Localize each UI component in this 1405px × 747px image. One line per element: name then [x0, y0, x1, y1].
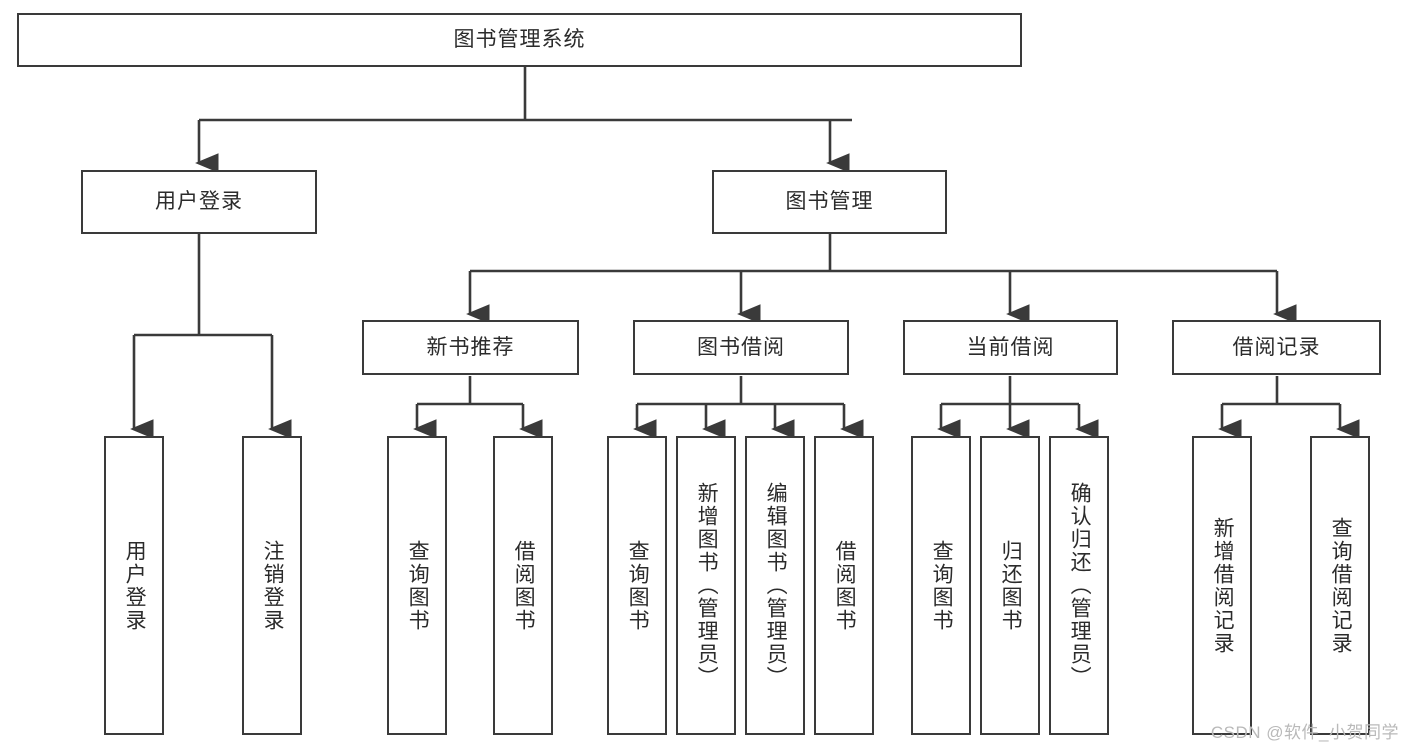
node-leaf-borrow-book-1[interactable]: 借阅图书: [493, 436, 553, 735]
node-leaf-return-book[interactable]: 归还图书: [980, 436, 1040, 735]
node-leaf-add-book-label: 新增图书（管理员）: [695, 482, 719, 689]
node-leaf-add-record[interactable]: 新增借阅记录: [1192, 436, 1252, 735]
node-leaf-confirm-return[interactable]: 确认归还（管理员）: [1049, 436, 1109, 735]
csdn-watermark: CSDN @软件_小贺同学: [1210, 723, 1399, 742]
node-book-manage[interactable]: 图书管理: [712, 170, 947, 234]
node-root-system-label: 图书管理系统: [453, 28, 586, 52]
node-leaf-edit-book[interactable]: 编辑图书（管理员）: [745, 436, 805, 735]
node-leaf-query-book-3[interactable]: 查询图书: [911, 436, 971, 735]
node-leaf-user-login[interactable]: 用户登录: [104, 436, 164, 735]
node-new-book-recommend[interactable]: 新书推荐: [362, 320, 579, 375]
node-book-borrow[interactable]: 图书借阅: [633, 320, 849, 375]
node-leaf-query-book-3-label: 查询图书: [930, 539, 954, 632]
node-leaf-add-book[interactable]: 新增图书（管理员）: [676, 436, 736, 735]
node-leaf-return-book-label: 归还图书: [999, 539, 1023, 632]
node-leaf-borrow-book-2[interactable]: 借阅图书: [814, 436, 874, 735]
node-leaf-confirm-return-label: 确认归还（管理员）: [1068, 482, 1092, 689]
node-book-manage-label: 图书管理: [785, 190, 874, 214]
node-leaf-query-book-2[interactable]: 查询图书: [607, 436, 667, 735]
node-current-borrow-label: 当前借阅: [966, 335, 1055, 359]
node-leaf-query-record-label: 查询借阅记录: [1329, 516, 1353, 655]
node-leaf-user-logout-label: 注销登录: [261, 539, 285, 632]
node-leaf-edit-book-label: 编辑图书（管理员）: [764, 482, 788, 689]
node-leaf-borrow-book-1-label: 借阅图书: [512, 539, 536, 632]
node-leaf-user-login-label: 用户登录: [123, 539, 147, 632]
node-leaf-query-book-1-label: 查询图书: [406, 539, 430, 632]
node-leaf-query-book-2-label: 查询图书: [626, 539, 650, 632]
node-new-book-recommend-label: 新书推荐: [426, 335, 515, 359]
node-leaf-borrow-book-2-label: 借阅图书: [833, 539, 857, 632]
node-user-login-label: 用户登录: [155, 190, 243, 214]
node-borrow-record-label: 借阅记录: [1232, 335, 1321, 359]
node-book-borrow-label: 图书借阅: [697, 335, 785, 359]
node-leaf-add-record-label: 新增借阅记录: [1211, 516, 1235, 655]
node-leaf-query-record[interactable]: 查询借阅记录: [1310, 436, 1370, 735]
node-leaf-query-book-1[interactable]: 查询图书: [387, 436, 447, 735]
node-user-login[interactable]: 用户登录: [81, 170, 317, 234]
node-leaf-user-logout[interactable]: 注销登录: [242, 436, 302, 735]
node-root-system[interactable]: 图书管理系统: [17, 13, 1022, 67]
node-current-borrow[interactable]: 当前借阅: [903, 320, 1118, 375]
node-borrow-record[interactable]: 借阅记录: [1172, 320, 1381, 375]
